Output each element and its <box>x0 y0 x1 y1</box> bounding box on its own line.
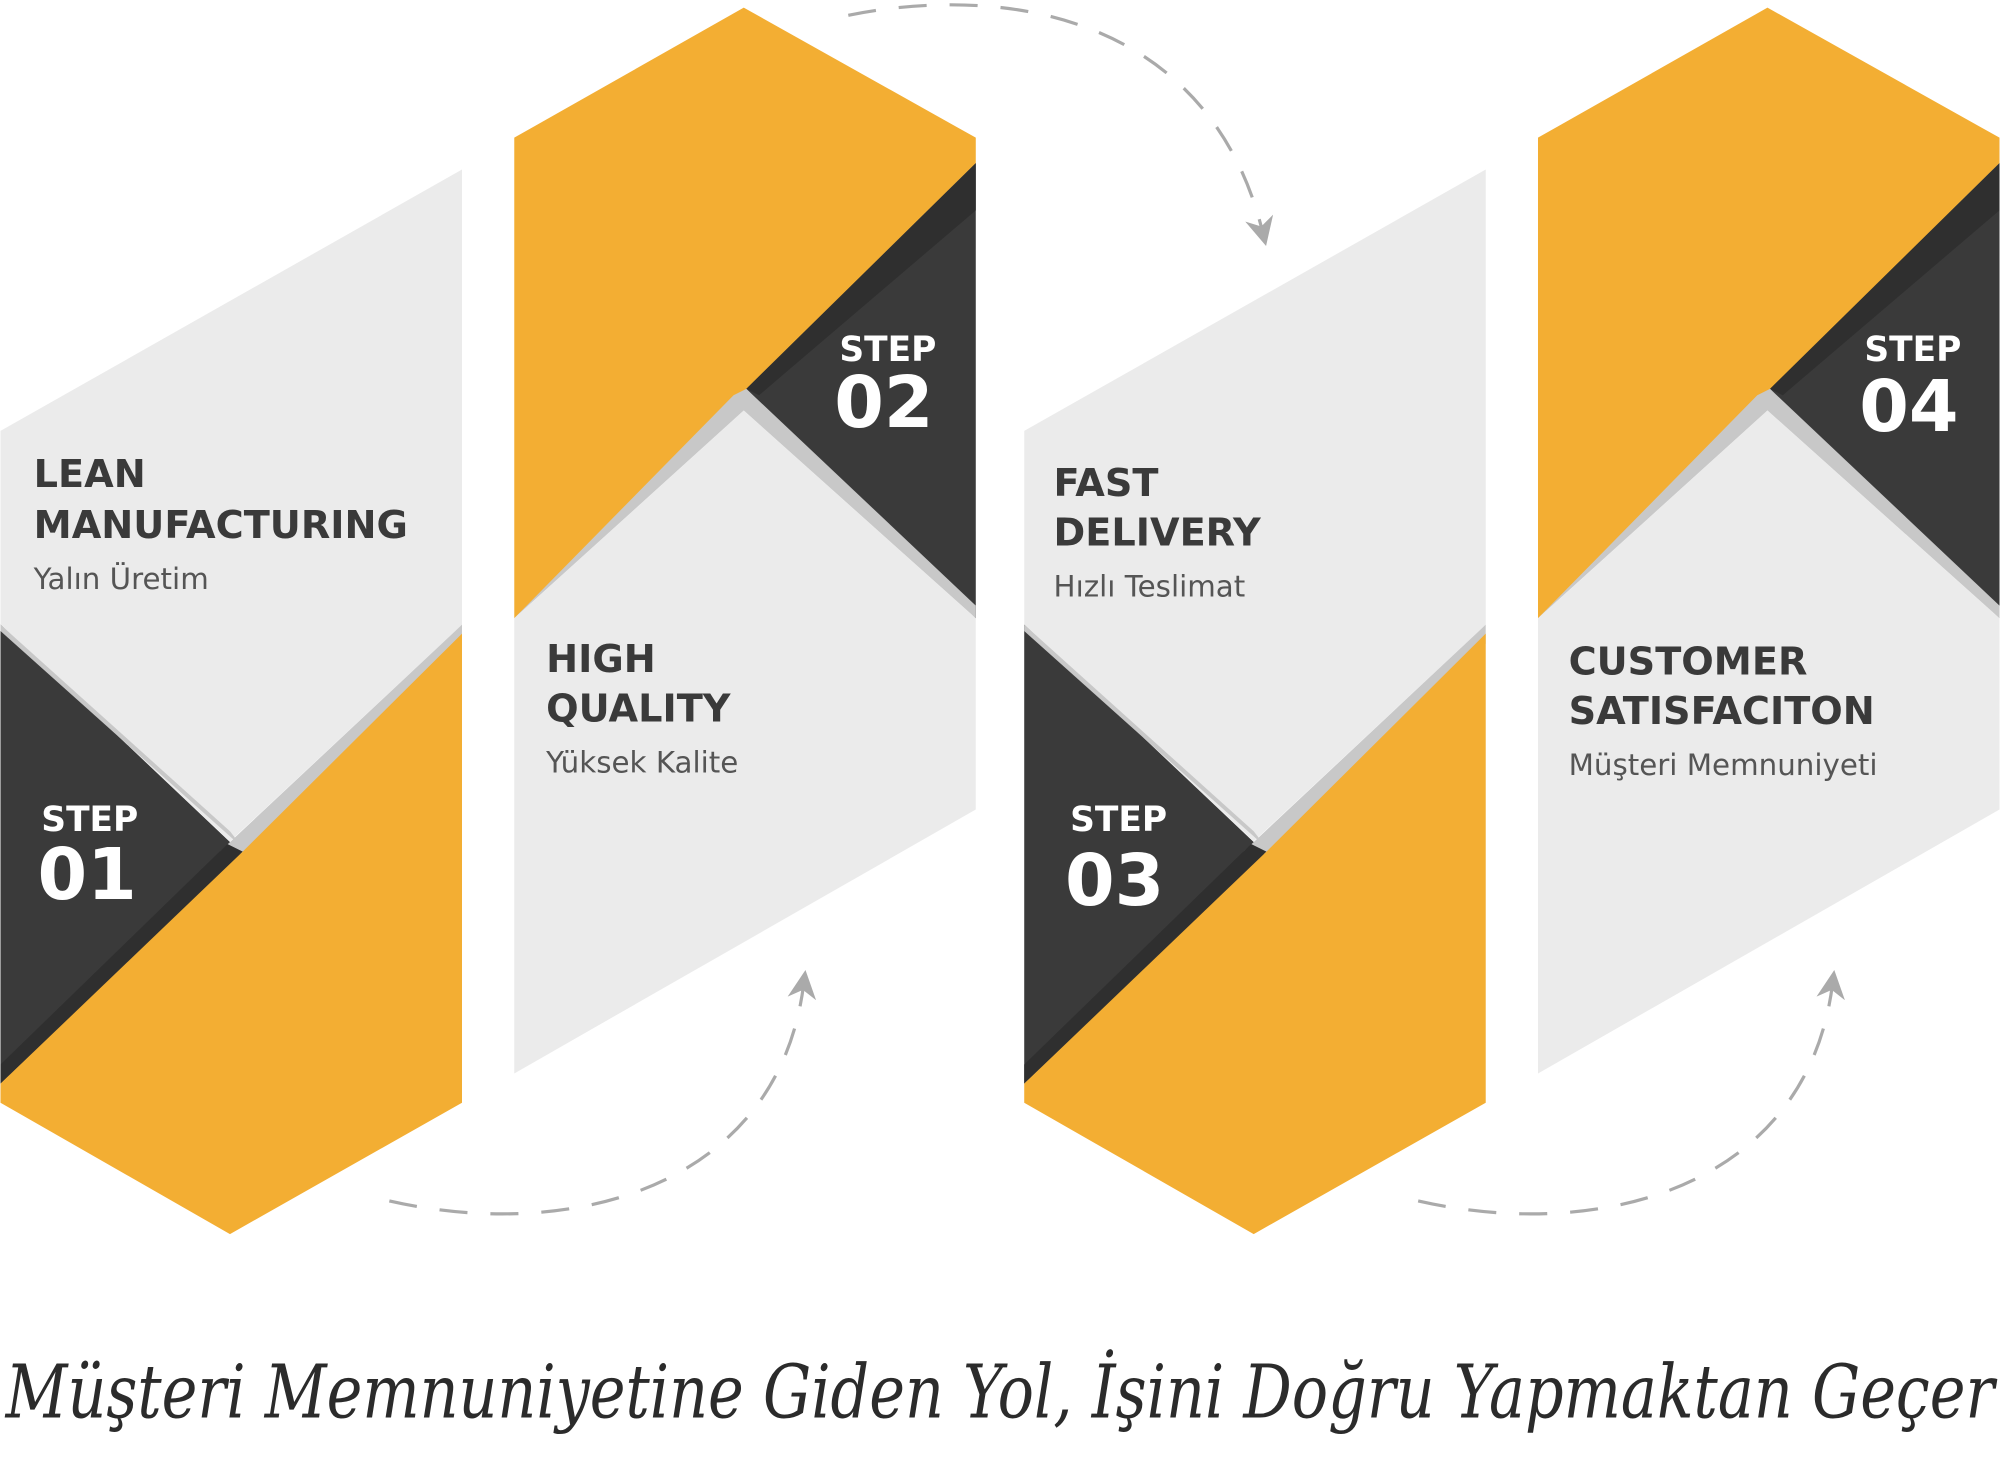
step-02-shape <box>514 7 976 1074</box>
step-01-label: STEP <box>41 800 138 840</box>
step-04-subtitle: Müşteri Memnuniyeti <box>1569 748 1878 782</box>
step-01-title-line2: MANUFACTURING <box>34 504 408 548</box>
tagline-script: Müşteri Memnuniyetine Giden Yol, İşini D… <box>4 1349 1997 1436</box>
dashed-arrow-2-to-3 <box>847 3 1274 246</box>
step-01-title-line1: LEAN <box>34 453 146 497</box>
dashed-arrow-3-to-4 <box>1417 969 1845 1216</box>
step-02-title-line2: QUALITY <box>546 688 732 732</box>
step-03-subtitle: Hızlı Teslimat <box>1054 570 1246 604</box>
step-04-shape <box>1537 7 2000 1074</box>
step-04-label: STEP <box>1864 330 1961 370</box>
step-02-label: STEP <box>839 330 936 370</box>
step-02-title-line1: HIGH <box>546 638 656 682</box>
step-01-subtitle: Yalın Üretim <box>33 561 209 596</box>
step-03-number: 03 <box>1065 839 1164 922</box>
step-03-title-line1: FAST <box>1054 462 1159 506</box>
step-01-shape <box>0 169 463 1235</box>
step-04-title-line1: CUSTOMER <box>1569 640 1808 684</box>
step-03-title-line2: DELIVERY <box>1054 512 1263 556</box>
step-01-number: 01 <box>37 833 136 916</box>
step-02-number: 02 <box>834 361 933 444</box>
step-03-label: STEP <box>1070 800 1167 840</box>
step-03-shape <box>1024 169 1486 1235</box>
step-02-subtitle: Yüksek Kalite <box>545 746 738 780</box>
dashed-arrow-1-to-2 <box>388 969 817 1216</box>
step-04-number: 04 <box>1859 365 1958 448</box>
step-04-title-line2: SATISFACITON <box>1569 690 1875 734</box>
